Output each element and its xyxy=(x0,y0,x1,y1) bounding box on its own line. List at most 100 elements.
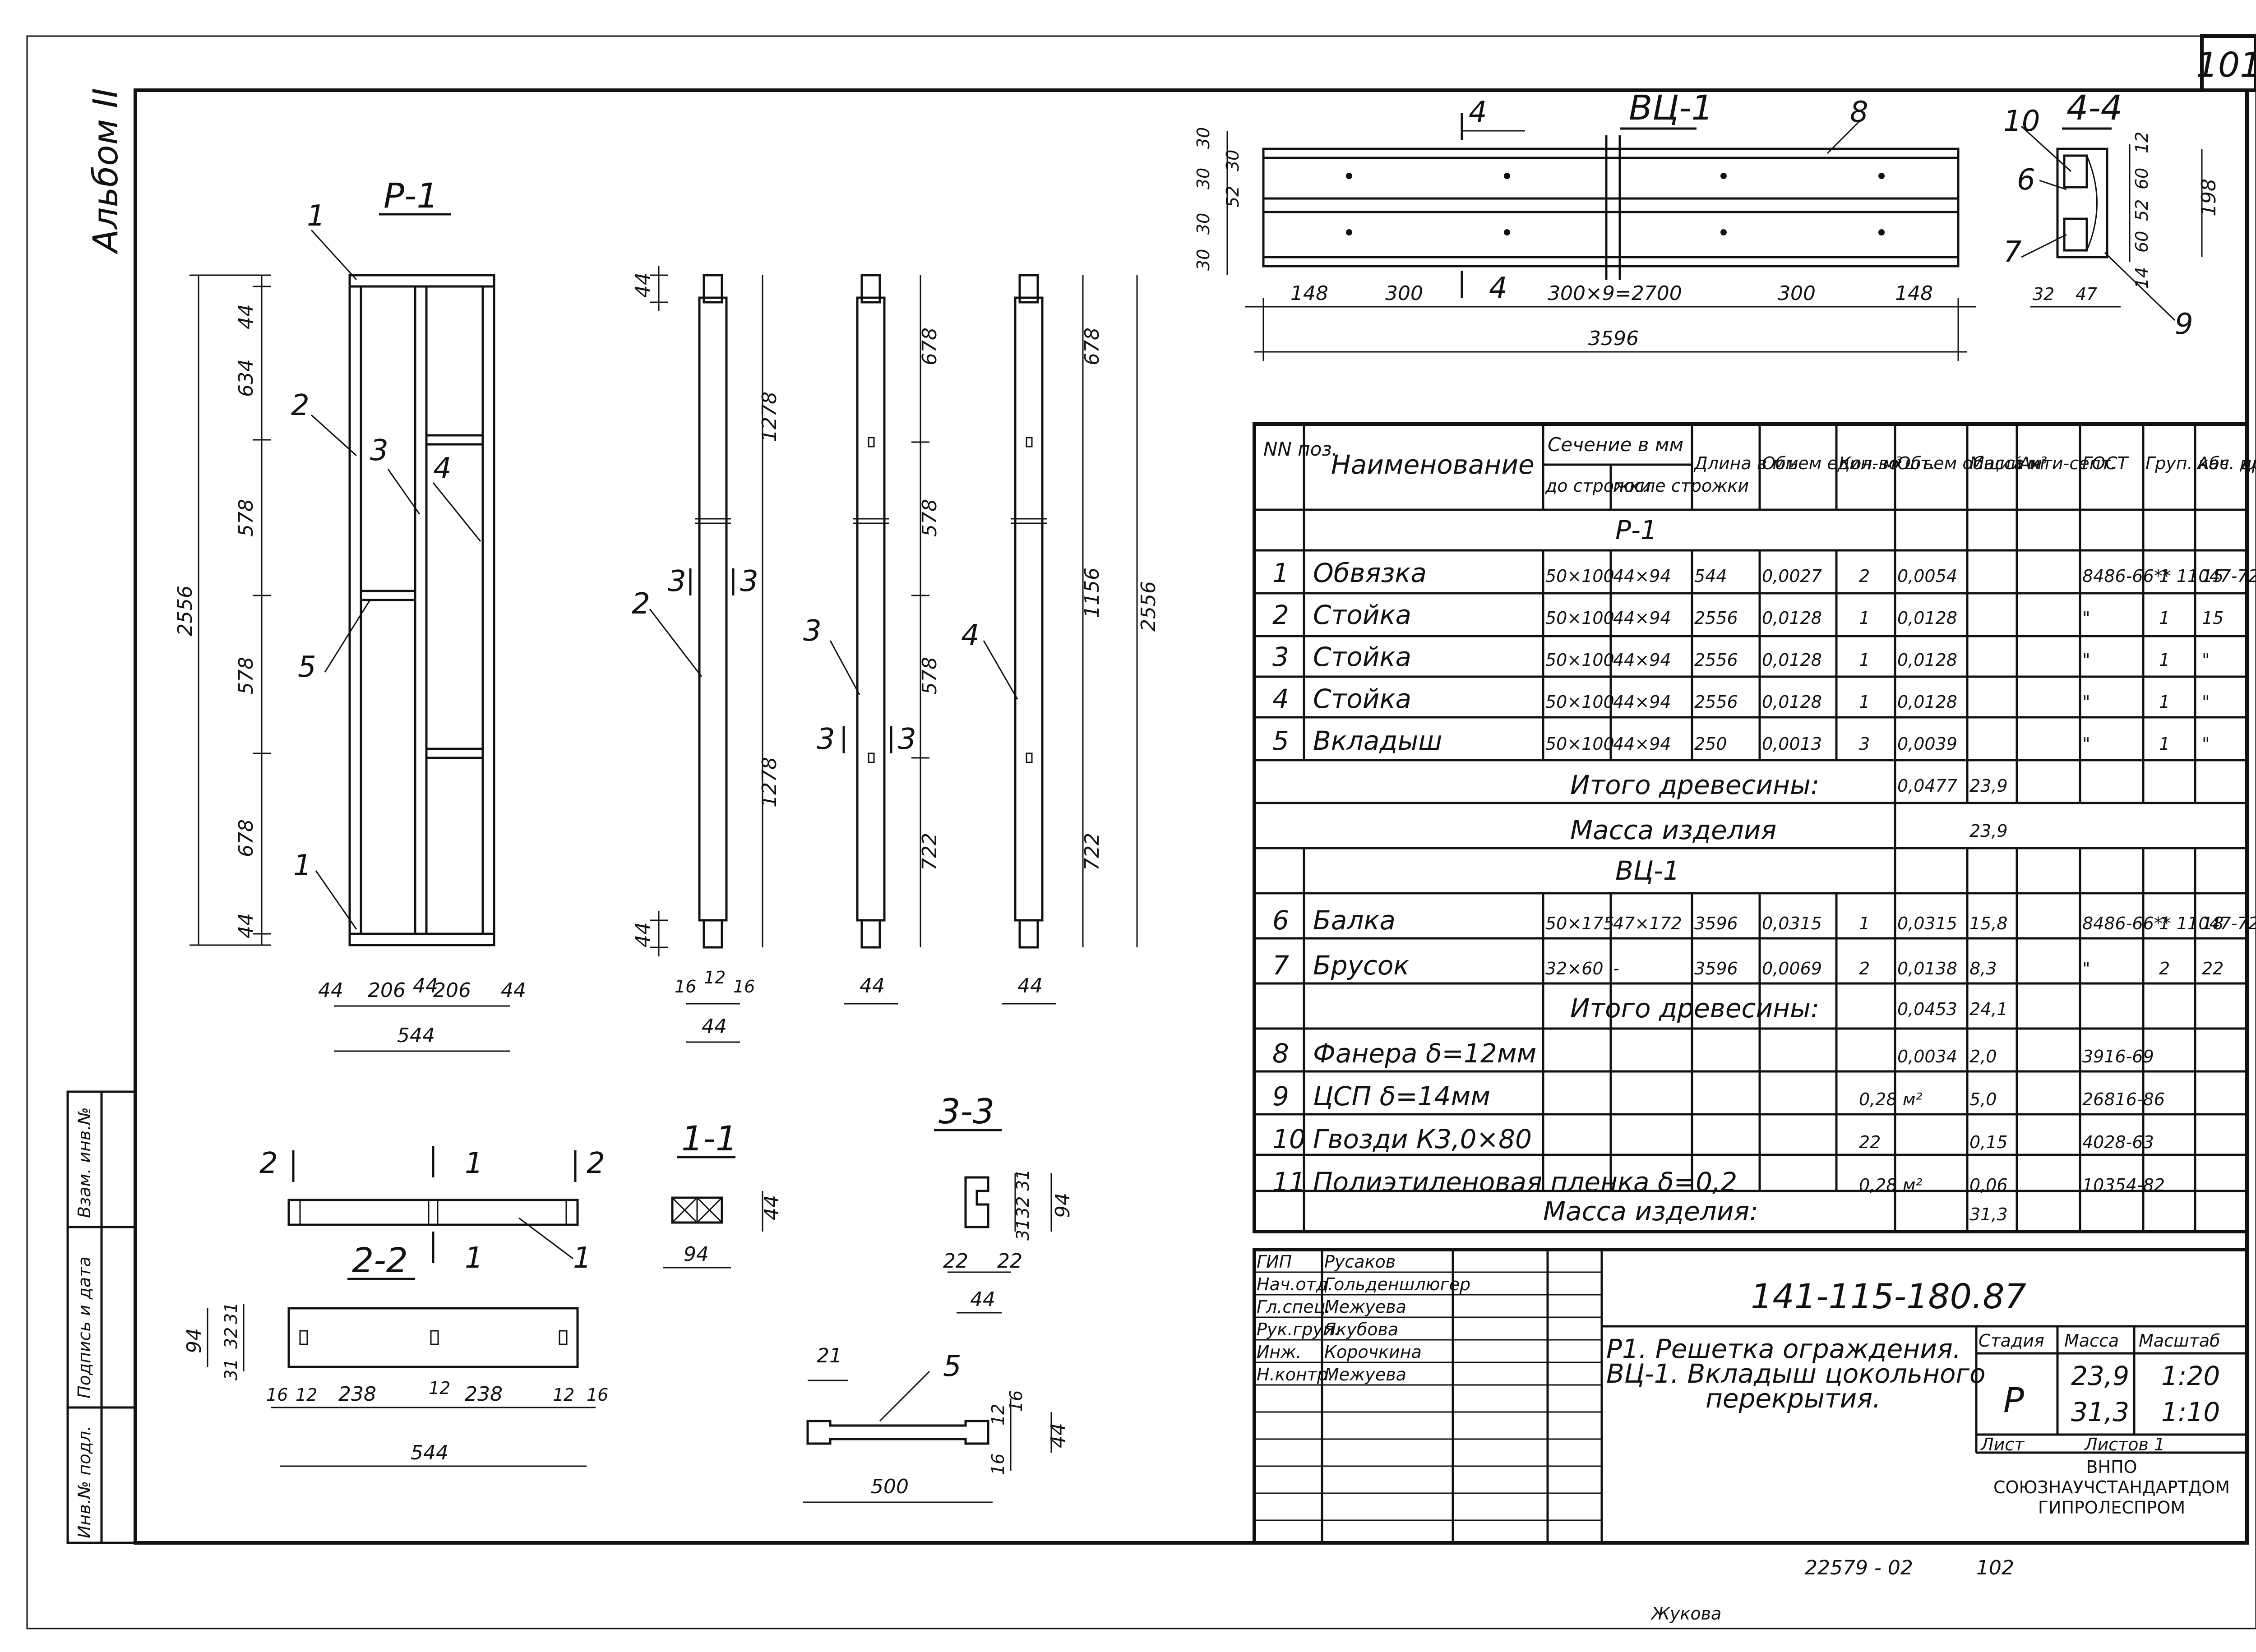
post2-base-16a: 16 xyxy=(675,977,696,997)
spec-grid xyxy=(1253,422,2249,1233)
hdr-qty: Кол-во шт. xyxy=(1839,453,1936,473)
spec-cell-qty: 0,28 м² xyxy=(1859,1089,1923,1109)
stage-value: Р xyxy=(2003,1380,2024,1420)
spec-cell-before: 32×60 xyxy=(1545,959,1604,978)
copier-name: Жукова xyxy=(1650,1604,1721,1624)
spec-cell-pos: 11 xyxy=(1272,1167,1306,1197)
post3-dim-722: 722 xyxy=(918,833,941,871)
signature-name: Межуева xyxy=(1324,1365,1406,1384)
vc1-left-30d: 30 xyxy=(1193,213,1213,235)
sec44-title: 4-4 xyxy=(2066,88,2122,128)
view-post2: 44 1278 1278 44 16 12 16 44 2 3 3 xyxy=(632,266,781,1043)
view-post4: 678 1156 722 2556 44 4 xyxy=(961,274,1160,1005)
total1-mass: 23,9 xyxy=(1969,776,2008,796)
spec-cell-gost: 4028-63 xyxy=(2082,1132,2154,1152)
r1-dim-44-top: 44 xyxy=(235,304,258,329)
post2-bottom: 44 xyxy=(632,922,655,947)
item5-dim-44: 44 xyxy=(1047,1423,1070,1448)
spec-cell-vt: 0,0128 xyxy=(1897,650,1957,670)
view-sec22: 2-2 31 32 31 94 16 12 238 12 238 12 16 5… xyxy=(183,1240,608,1467)
side-stamp: Инв.№ подл. Подпись и дата Взам. инв.№ xyxy=(66,1090,137,1544)
spec-cell-after: 44×94 xyxy=(1613,692,1671,712)
spec-cell-qty: 1 xyxy=(1859,914,1870,933)
plan-cut-bottom: 1 xyxy=(465,1241,483,1275)
stamp-inv: Инв.№ подл. xyxy=(74,1426,94,1538)
spec-cell-vu: 0,0128 xyxy=(1762,692,1822,712)
sheet-number: 101 xyxy=(2196,45,2256,85)
hdr-gost: ГОСТ xyxy=(2082,453,2129,473)
total1-label: Итого древесины: xyxy=(1570,770,1819,800)
vc1-dim-300a: 300 xyxy=(1385,282,1423,305)
sec33-22b: 22 xyxy=(997,1250,1022,1273)
signature-name: Якубова xyxy=(1324,1320,1398,1339)
spec-cell-pos: 2 xyxy=(1272,600,1289,630)
vc1-title: ВЦ-1 xyxy=(1629,88,1713,128)
sec33-title: 3-3 xyxy=(938,1091,994,1131)
album-label: Альбом II xyxy=(85,88,125,255)
spec-cell-len: 544 xyxy=(1694,566,1727,586)
r1-leader-2: 2 xyxy=(291,389,310,422)
spec-cell-vu: 0,0013 xyxy=(1762,734,1822,754)
spec-cell-name: Гвозди К3,0×80 xyxy=(1313,1124,1532,1154)
spec-cell-name: Стойка xyxy=(1313,683,1411,714)
spec-cell-grade: 1 xyxy=(2159,692,2170,712)
item5-dim-12: 12 xyxy=(988,1404,1008,1426)
spec-cell-mass: 0,15 xyxy=(1969,1132,2008,1152)
spec-cell-grade: 1 xyxy=(2159,914,2170,933)
vc1-leader-8: 8 xyxy=(1850,96,1868,129)
spec-cell-gost: 26816-86 xyxy=(2082,1089,2165,1109)
sheet-label: Лист xyxy=(1980,1435,2025,1454)
view-post3: 678 578 578 722 44 3 3 3 xyxy=(803,274,941,1005)
spec-cell-mass: 5,0 xyxy=(1969,1089,1997,1109)
hdr-mass: Масса кг xyxy=(1969,453,2049,473)
spec-cell-vt: 0,0039 xyxy=(1897,734,1957,754)
sec44-dim-60a: 60 xyxy=(2132,168,2152,189)
spec-cell-gost: " xyxy=(2082,734,2090,754)
sec33-94: 94 xyxy=(1051,1193,1074,1218)
view-sec33: 3-3 31 32 31 94 22 22 44 xyxy=(934,1091,1074,1314)
r1-leader-4: 4 xyxy=(433,452,452,485)
post2-dim-a: 1278 xyxy=(758,392,781,442)
item5-length: 500 xyxy=(871,1475,909,1498)
vc1-dim-2700: 300×9=2700 xyxy=(1548,282,1682,305)
spec-cell-len: 2556 xyxy=(1694,692,1738,712)
spec-header: NN поз. Наименование Сечение в мм до стр… xyxy=(1263,434,2256,886)
spec-cell-after: 44×94 xyxy=(1613,566,1671,586)
spec-cell-gost: " xyxy=(2082,692,2090,712)
spec-cell-name: ЦСП δ=14мм xyxy=(1313,1081,1490,1112)
spec-cell-vu: 0,0027 xyxy=(1762,566,1822,586)
post3-dim-578b: 578 xyxy=(918,657,941,695)
signature-name: Межуева xyxy=(1324,1297,1406,1317)
view-r1: Р-1 1 2 3 4 5 1 44 634 5 xyxy=(174,175,526,1052)
post3-width: 44 xyxy=(860,974,885,997)
hdr-grade: Груп. кач. древ. xyxy=(2145,453,2256,473)
stage-label: Стадия xyxy=(1979,1331,2044,1351)
post3-cut-l: 3 xyxy=(817,723,835,756)
spec-cell-pos: 3 xyxy=(1272,641,1289,672)
spec-cell-len: 2556 xyxy=(1694,650,1738,670)
sec33-31b: 31 xyxy=(1013,1219,1033,1241)
spec-cell-before: 50×100 xyxy=(1545,650,1614,670)
spec-group-vc1: ВЦ-1 xyxy=(1615,855,1680,886)
post4-width: 44 xyxy=(1017,974,1043,997)
r1-leader-3: 3 xyxy=(370,434,388,467)
plan-cut-r: 2 xyxy=(587,1147,605,1180)
r1-w-44c: 44 xyxy=(501,979,526,1002)
sec22-title: 2-2 xyxy=(352,1240,408,1280)
mass1-value: 23,9 xyxy=(1969,821,2008,841)
r1-leader-5: 5 xyxy=(298,651,316,684)
spec-cell-pos: 9 xyxy=(1272,1081,1289,1112)
sec22-b-16b: 16 xyxy=(587,1385,608,1405)
org-2: СОЮЗНАУЧСТАНДАРТДОМ xyxy=(1993,1477,2230,1497)
scale-value-2: 1:10 xyxy=(2161,1397,2220,1427)
spec-cell-vt: 0,0128 xyxy=(1897,608,1957,628)
r1-dim-678: 678 xyxy=(235,819,258,857)
vc1-left-30e: 30 xyxy=(1193,249,1213,271)
spec-totals: Итого древесины: 0,0477 23,9 Масса издел… xyxy=(1543,770,2008,1227)
spec-cell-qty: 3 xyxy=(1859,734,1870,754)
spec-cell-moist: " xyxy=(2202,650,2210,670)
post4-dim-722: 722 xyxy=(1081,833,1104,871)
